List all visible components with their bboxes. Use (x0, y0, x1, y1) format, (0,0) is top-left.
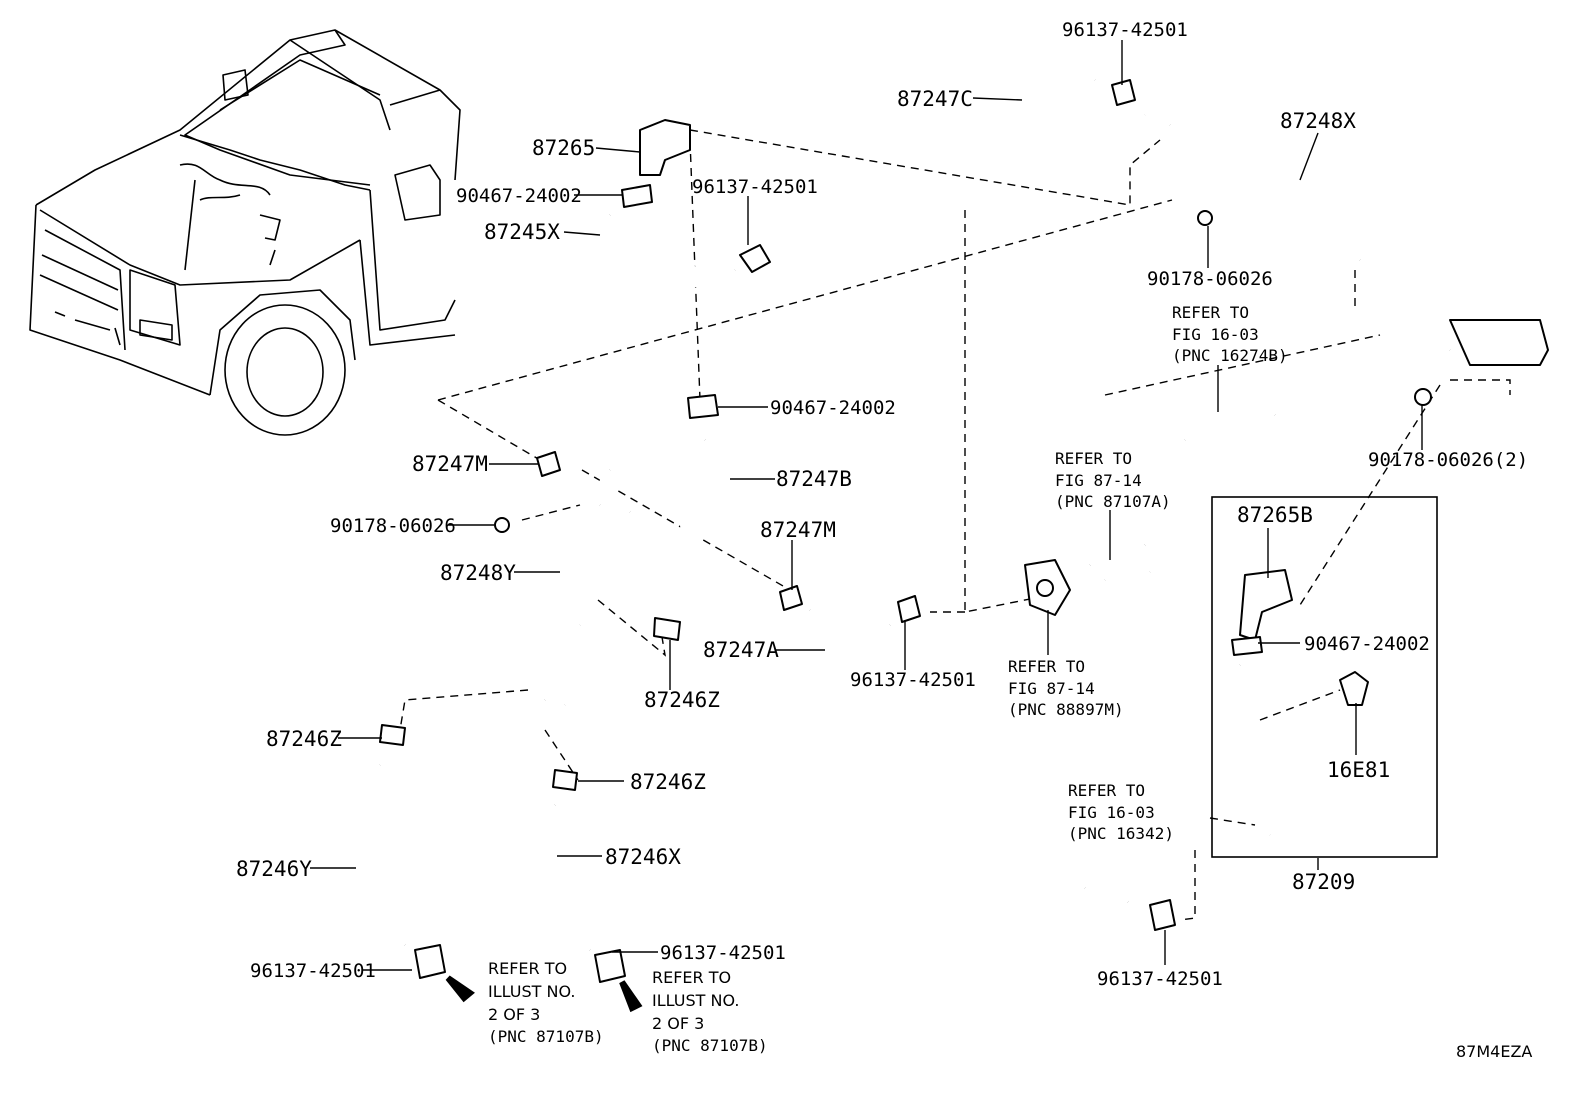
svg-text:(PNC 87107B): (PNC 87107B) (652, 1036, 768, 1055)
svg-text:ILLUST NO.: ILLUST NO. (488, 982, 575, 1001)
clamp-90467-mid (687, 394, 719, 419)
label-87246Y: 87246Y (236, 857, 312, 881)
clamp-96137-e (1149, 899, 1176, 931)
clamp-96137-b (897, 595, 921, 623)
svg-text:REFER TO: REFER TO (1172, 303, 1249, 322)
leader-lines (310, 40, 1423, 971)
clamp-87247M-b (779, 585, 803, 611)
clamp-96137-c (414, 944, 446, 979)
note-fig1603-16274B: REFER TO FIG 16-03 (PNC 16274B) (1172, 303, 1288, 365)
reference-notes: REFER TO FIG 16-03 (PNC 16274B) REFER TO… (488, 303, 1288, 1055)
assembly-dashed-lines (399, 129, 1511, 921)
label-87246Z-b: 87246Z (266, 727, 342, 751)
clamp-96137-top (1111, 79, 1136, 106)
note-fig8714-87107A: REFER TO FIG 87-14 (PNC 87107A) (1055, 449, 1171, 511)
note-fig8714-88897M: REFER TO FIG 87-14 (PNC 88897M) (1008, 657, 1124, 719)
label-87247C: 87247C (897, 87, 973, 111)
clamp-87246Z-b (379, 724, 406, 746)
label-87246Z-a: 87246Z (644, 688, 720, 712)
nut-90178-b (1414, 388, 1432, 406)
label-16E81: 16E81 (1327, 758, 1390, 782)
svg-text:REFER TO: REFER TO (1068, 781, 1145, 800)
label-87246X: 87246X (605, 845, 681, 869)
label-90178-b: 90178-06026(2) (1368, 449, 1528, 471)
label-90467-top: 90467-24002 (456, 185, 582, 207)
label-96137-e: 96137-42501 (1097, 968, 1223, 990)
label-87247A: 87247A (703, 638, 779, 662)
parts (352, 53, 1549, 1013)
clamp-96137-a (739, 244, 771, 273)
diagram-id: 87M4EZA (1456, 1042, 1532, 1061)
label-87209: 87209 (1292, 870, 1355, 894)
clamp-87246Z-c (552, 769, 578, 791)
svg-text:(PNC 16342): (PNC 16342) (1068, 824, 1174, 843)
assembly-87209-box (1211, 496, 1438, 858)
clamp-87247M-a (536, 451, 561, 477)
svg-text:REFER TO: REFER TO (488, 959, 567, 978)
arrow-left-icon (445, 975, 475, 1003)
svg-text:FIG 16-03: FIG 16-03 (1068, 803, 1155, 822)
label-96137-a: 96137-42501 (692, 176, 818, 198)
svg-text:REFER TO: REFER TO (1008, 657, 1085, 676)
clamp-87246Z-a (653, 617, 681, 641)
label-87247M-b: 87247M (760, 518, 836, 542)
svg-text:(PNC 87107A): (PNC 87107A) (1055, 492, 1171, 511)
svg-text:(PNC 88897M): (PNC 88897M) (1008, 700, 1124, 719)
svg-text:(PNC 16274B): (PNC 16274B) (1172, 346, 1288, 365)
arrow-right-icon (619, 980, 643, 1013)
part-87265-connector (639, 119, 691, 176)
svg-text:ILLUST NO.: ILLUST NO. (652, 991, 739, 1010)
svg-text:FIG 16-03: FIG 16-03 (1172, 325, 1259, 344)
clamp-96137-d (594, 949, 626, 983)
label-87247B: 87247B (776, 467, 852, 491)
svg-text:FIG 87-14: FIG 87-14 (1008, 679, 1095, 698)
label-87245X: 87245X (484, 220, 560, 244)
label-96137-c: 96137-42501 (250, 960, 376, 982)
svg-text:2 OF 3: 2 OF 3 (652, 1014, 704, 1033)
label-87265: 87265 (532, 136, 595, 160)
note-fig1603-16342: REFER TO FIG 16-03 (PNC 16342) (1068, 781, 1174, 843)
clip-16E81 (1339, 671, 1369, 706)
label-96137-top: 96137-42501 (1062, 19, 1188, 41)
label-90467-mid: 90467-24002 (770, 397, 896, 419)
nut-90178-c (494, 517, 510, 533)
svg-text:REFER TO: REFER TO (652, 968, 731, 987)
svg-text:(PNC 87107B): (PNC 87107B) (488, 1027, 604, 1046)
label-87265B: 87265B (1237, 503, 1313, 527)
label-90467-box: 90467-24002 (1304, 633, 1430, 655)
svg-text:2 OF 3: 2 OF 3 (488, 1005, 540, 1024)
connector-87265B (1239, 569, 1293, 641)
note-illust-right: REFER TO ILLUST NO. 2 OF 3 (PNC 87107B) (652, 968, 768, 1055)
label-87248X: 87248X (1280, 109, 1356, 133)
label-87246Z-c: 87246Z (630, 770, 706, 794)
clamp-90467-box (1231, 636, 1263, 656)
label-96137-d: 96137-42501 (660, 942, 786, 964)
vehicle-illustration (29, 29, 461, 436)
label-90178-a: 90178-06026 (1147, 268, 1273, 290)
svg-text:FIG 87-14: FIG 87-14 (1055, 471, 1142, 490)
label-87248Y: 87248Y (440, 561, 516, 585)
note-illust-left: REFER TO ILLUST NO. 2 OF 3 (PNC 87107B) (488, 959, 604, 1046)
part-labels: 87265 90467-24002 87245X 96137-42501 961… (236, 19, 1528, 990)
clamp-90467-top (621, 184, 653, 208)
label-96137-b: 96137-42501 (850, 669, 976, 691)
svg-text:REFER TO: REFER TO (1055, 449, 1132, 468)
nut-90178-a (1197, 210, 1213, 226)
label-87247M-a: 87247M (412, 452, 488, 476)
label-90178-c: 90178-06026 (330, 515, 456, 537)
